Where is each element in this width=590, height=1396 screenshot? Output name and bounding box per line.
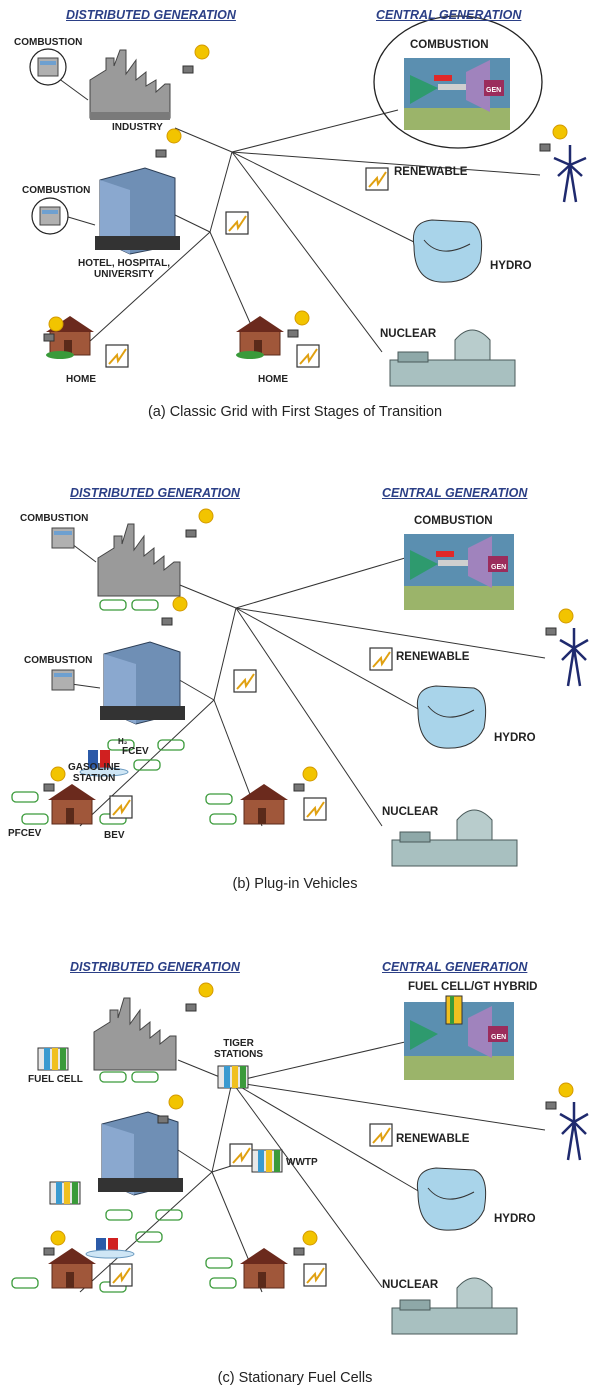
caption-b: (b) Plug-in Vehicles [232,876,358,892]
gas-station [85,1238,135,1259]
hotel-building [98,1111,183,1196]
header-distributed: DISTRIBUTED GENERATION [70,960,240,974]
label-home: HOME [258,374,288,385]
label-home: HOME [66,374,96,385]
label-nuclear: NUCLEAR [382,1279,439,1291]
combustion-unit-1 [37,57,59,77]
label-gasoline-station: GASOLINE STATION [68,762,121,784]
central-combustion-ellipse [373,15,543,149]
nuclear-plant [389,329,516,387]
label-fuel-cell: FUEL CELL [28,1074,83,1085]
label-combustion-small: COMBUSTION [20,513,89,524]
panel-a-diagram [29,15,587,387]
fuel-cell-stack [37,1047,69,1071]
home-2 [236,316,284,359]
wind-turbine [553,145,587,203]
label-hydro: HYDRO [494,1213,536,1225]
label-gen: GEN [491,564,507,571]
tiger-station-fuel-cell [217,1065,249,1089]
label-hotel: HOTEL, HOSPITAL, UNIVERSITY [78,258,171,280]
vehicle-icons [11,599,237,825]
factory-industry [93,997,177,1071]
hotel-building [95,167,180,255]
caption-c: (c) Stationary Fuel Cells [217,1370,373,1386]
header-central: CENTRAL GENERATION [382,960,528,974]
factory-industry [89,49,171,120]
label-combustion-small: COMBUSTION [14,37,83,48]
label-combustion-small: COMBUSTION [22,185,91,196]
wwtp-fuel-cell [251,1149,283,1173]
power-plant-photo [404,58,510,130]
panel-c-diagram [11,982,589,1335]
label-hydro: HYDRO [494,732,536,744]
power-plant-photo [404,995,514,1080]
hotel-fuel-cell [49,1181,81,1205]
home-1 [48,1248,96,1289]
label-pfcev: PFCEV [8,828,42,839]
caption-a: (a) Classic Grid with First Stages of Tr… [147,404,443,420]
grid-lines [63,537,546,827]
solar-panels [43,1003,557,1256]
label-gen: GEN [486,87,502,94]
combustion-unit-2 [39,206,61,226]
home-2 [240,784,288,825]
label-tiger-stations: TIGER STATIONS [214,1038,264,1060]
power-plant-photo [404,534,514,610]
label-renewable: RENEWABLE [396,1133,470,1145]
label-renewable: RENEWABLE [396,651,470,663]
hydro-dam [412,219,483,283]
wind-turbine [559,628,589,687]
nuclear-plant [391,809,518,867]
panel-a: DISTRIBUTED GENERATION CENTRAL GENERATIO… [0,0,590,450]
panel-b: DISTRIBUTED GENERATION CENTRAL GENERATIO… [0,478,590,928]
solar-panels [43,65,551,342]
label-nuclear: NUCLEAR [380,328,437,340]
hydro-dam [416,1167,487,1231]
sun-icons [50,508,574,782]
label-fuel-cell-gt: FUEL CELL/GT HYBRID [408,981,538,993]
label-h2: H₂ [118,737,128,746]
home-2 [240,1248,288,1289]
home-1 [48,784,96,825]
label-fcev: FCEV [122,746,149,757]
label-combustion-central: COMBUSTION [414,515,493,527]
vehicle-icons [11,1071,237,1293]
gas-station [79,750,129,777]
label-industry: INDUSTRY [112,122,163,133]
label-combustion-small: COMBUSTION [24,655,93,666]
panel-b-diagram [11,508,589,867]
panel-c: DISTRIBUTED GENERATION CENTRAL GENERATIO… [0,952,590,1396]
label-renewable: RENEWABLE [394,166,468,178]
header-central: CENTRAL GENERATION [376,8,522,22]
wind-turbine [559,1102,589,1161]
label-wwtp: WWTP [286,1157,318,1168]
label-hydro: HYDRO [490,260,532,272]
nuclear-plant [391,1277,518,1335]
header-central: CENTRAL GENERATION [382,486,528,500]
solar-panels [43,529,557,792]
sun-icons [48,44,568,332]
label-combustion-central: COMBUSTION [410,39,489,51]
header-distributed: DISTRIBUTED GENERATION [66,8,236,22]
label-bev: BEV [104,830,125,841]
hydro-dam [416,685,487,749]
header-distributed: DISTRIBUTED GENERATION [70,486,240,500]
sun-icons [50,982,574,1246]
factory-industry [97,523,181,597]
label-gen: GEN [491,1034,507,1041]
label-nuclear: NUCLEAR [382,806,439,818]
hotel-building [100,641,185,725]
